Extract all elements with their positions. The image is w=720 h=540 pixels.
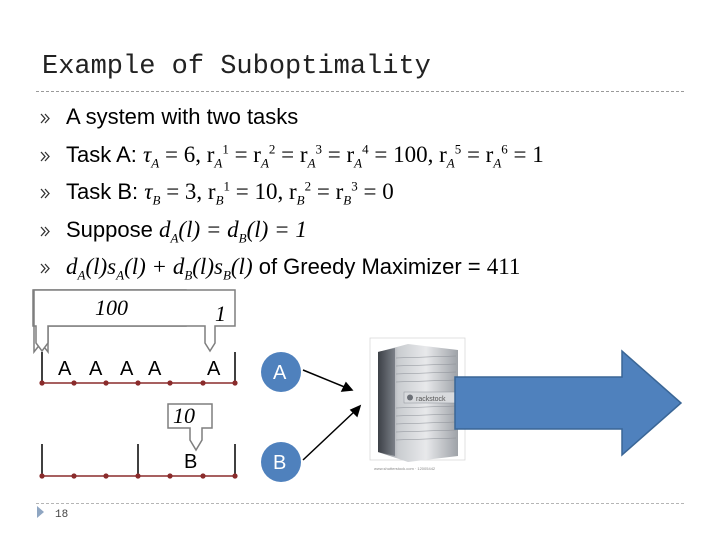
task-a-circle-label: A [273, 362, 287, 384]
slide-number-marker [37, 506, 44, 518]
timeline-a-label: A [148, 358, 162, 380]
callout-box-outline [34, 290, 235, 351]
slide-number: 18 [55, 509, 68, 521]
timeline-b-label: B [184, 451, 197, 473]
footer-divider [36, 503, 684, 504]
timeline-a-label: A [89, 358, 103, 380]
output-arrow [455, 351, 681, 455]
callout-value-1: 1 [215, 301, 226, 326]
task-b-circle-label: B [273, 452, 286, 474]
server-icon: rackstock www.shutterstock.com · 1200544… [370, 338, 465, 471]
connector-lines [303, 370, 360, 460]
timeline-a-label: A [58, 358, 72, 380]
image-caption: www.shutterstock.com · 12005442 [374, 466, 436, 471]
callout-value-10: 10 [173, 403, 195, 428]
timeline-b-ticks [42, 444, 235, 476]
timeline-a-label: A [120, 358, 134, 380]
server-brand: rackstock [416, 396, 446, 403]
callout-value-100: 100 [95, 295, 128, 320]
timeline-a-label: A [207, 358, 221, 380]
